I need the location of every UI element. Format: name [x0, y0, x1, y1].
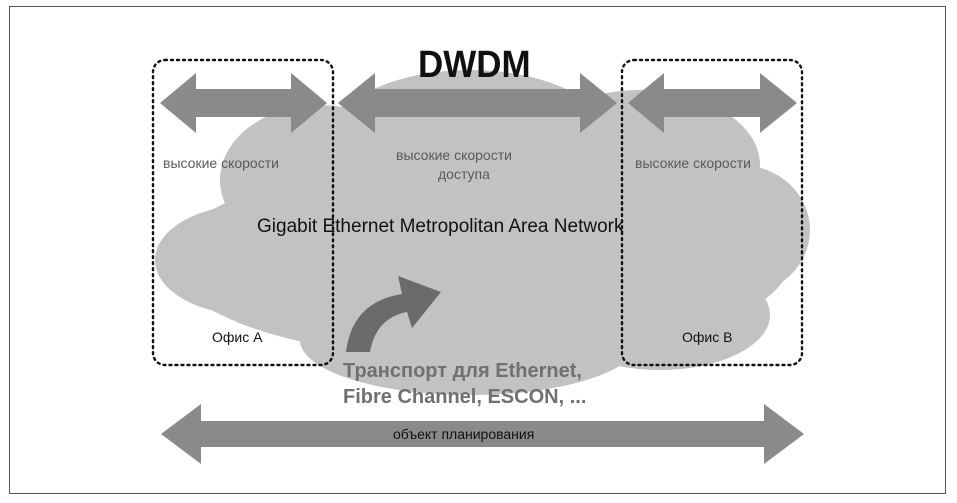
- office-b-box: [620, 58, 804, 367]
- transport-label-line1: Транспорт для Ethernet,: [343, 360, 582, 382]
- speed-label-left: высокие скорости: [163, 155, 279, 171]
- transport-curved-arrow: [346, 276, 441, 352]
- office-b-label: Офис В: [682, 329, 733, 345]
- speed-label-center-line2: доступа: [438, 166, 490, 182]
- left-double-arrow: [160, 73, 327, 133]
- network-label: Gigabit Ethernet Metropolitan Area Netwo…: [257, 216, 624, 237]
- speed-label-center-line1: высокие скорости: [396, 147, 512, 163]
- speed-label-right: высокие скорости: [635, 155, 751, 171]
- office-a-box: [151, 58, 335, 367]
- center-double-arrow: [338, 73, 617, 133]
- transport-label-line2: Fibre Channel, ESCON, ...: [343, 386, 587, 408]
- diagram-title: DWDM: [418, 44, 531, 86]
- planning-label: объект планирования: [393, 426, 535, 442]
- office-a-label: Офис А: [212, 329, 263, 345]
- right-double-arrow: [628, 73, 797, 133]
- planning-double-arrow: [161, 404, 804, 464]
- network-cloud: [155, 70, 810, 395]
